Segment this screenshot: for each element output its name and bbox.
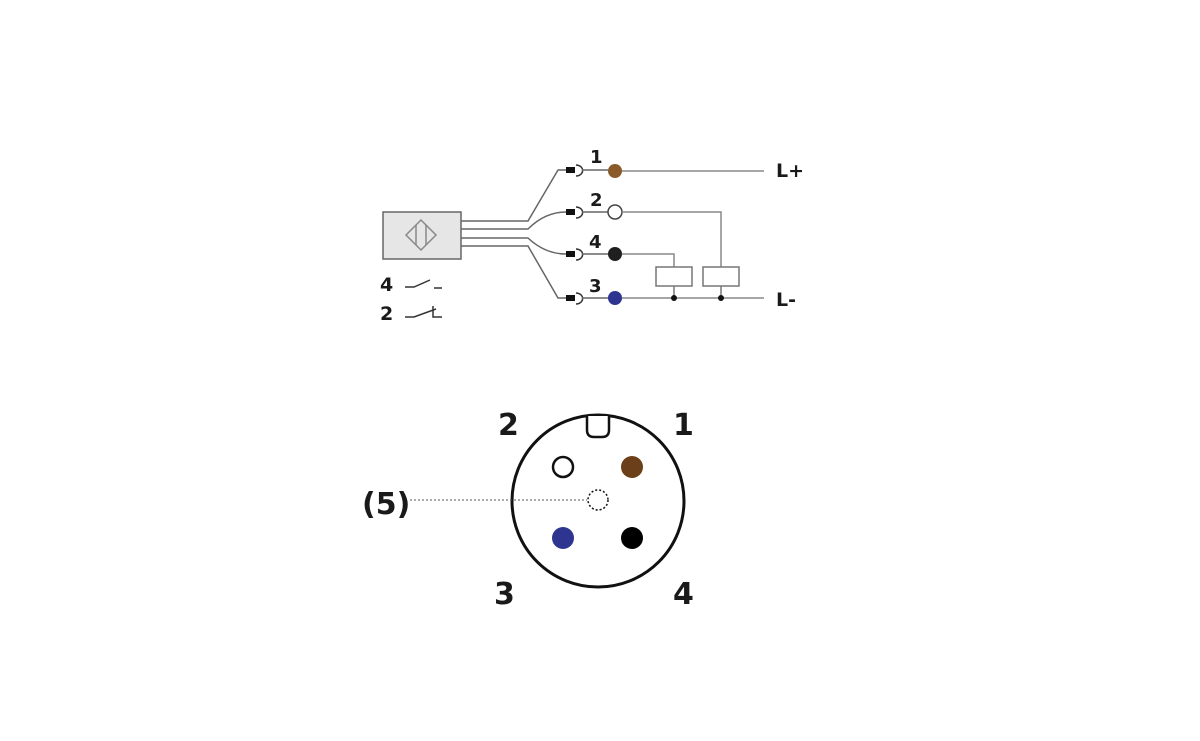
sensor-symbol-icon (404, 218, 438, 252)
pin-label-2: 2 (590, 190, 603, 211)
pin-label-4: 4 (589, 232, 602, 253)
pin-dot-black (608, 247, 622, 261)
connector-label-3: 3 (494, 577, 515, 612)
cable-bundle (461, 169, 567, 299)
normally-closed-contact-icon (405, 306, 442, 318)
pin-label-1: 1 (590, 147, 603, 168)
connector-label-1: 1 (673, 408, 694, 443)
sensor-body (382, 211, 462, 260)
pin-label-3: 3 (589, 276, 602, 297)
connector-pin-4 (621, 527, 643, 549)
switch-nc-label: 2 (380, 303, 393, 325)
pin-row-3: 3 (566, 276, 764, 305)
pin-row-4: 4 (566, 232, 675, 267)
pin-dot-blue (608, 291, 622, 305)
normally-open-contact-icon (405, 279, 442, 289)
switch-legend: 4 2 (380, 274, 442, 325)
connector-pin-5 (587, 489, 609, 511)
coding-key-icon (585, 416, 611, 439)
pin-row-1: 1 (566, 147, 764, 178)
connector-pin-3 (552, 527, 574, 549)
pin-dot-white (607, 204, 623, 220)
connector-pin-1 (621, 456, 643, 478)
load-2 (702, 266, 740, 301)
connector-label-4: 4 (673, 577, 694, 612)
connector-pin-2 (551, 455, 575, 479)
pin-row-2: 2 (566, 190, 722, 267)
connector-face (410, 413, 686, 589)
supply-positive-label: L+ (776, 160, 804, 182)
supply-negative-label: L- (776, 289, 796, 311)
connector-label-2: 2 (498, 408, 519, 443)
connector-label-5: (5) (362, 487, 410, 522)
pin-dot-brown (608, 164, 622, 178)
load-1 (655, 266, 693, 301)
switch-no-label: 4 (380, 274, 393, 296)
